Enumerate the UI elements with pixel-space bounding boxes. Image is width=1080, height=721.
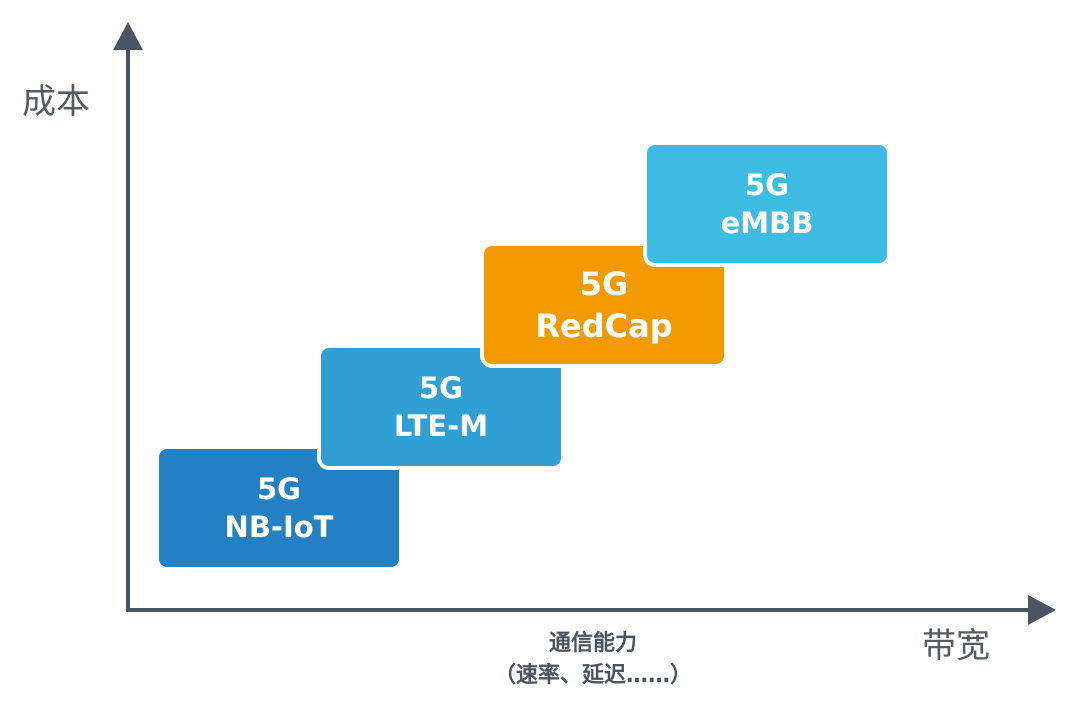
step-embb: 5G eMBB (643, 141, 891, 267)
y-axis-label: 成本 (22, 82, 90, 122)
x-axis-caption-detail: （速率、延迟……） (493, 663, 692, 688)
step-nb-iot-gen: 5G (257, 471, 301, 506)
step-embb-name: eMBB (720, 206, 814, 240)
step-embb-gen: 5G (745, 167, 789, 202)
step-nb-iot-name: NB-IoT (224, 510, 334, 544)
step-lte-m-gen: 5G (419, 370, 463, 405)
x-axis-caption: 通信能力 (548, 631, 637, 656)
step-redcap-name: RedCap (535, 307, 673, 345)
step-redcap-gen: 5G (579, 264, 629, 303)
x-axis-label: 带宽 (922, 626, 990, 666)
y-axis-arrow (113, 22, 143, 50)
step-lte-m-name: LTE-M (393, 409, 489, 443)
x-axis-arrow (1028, 595, 1056, 625)
